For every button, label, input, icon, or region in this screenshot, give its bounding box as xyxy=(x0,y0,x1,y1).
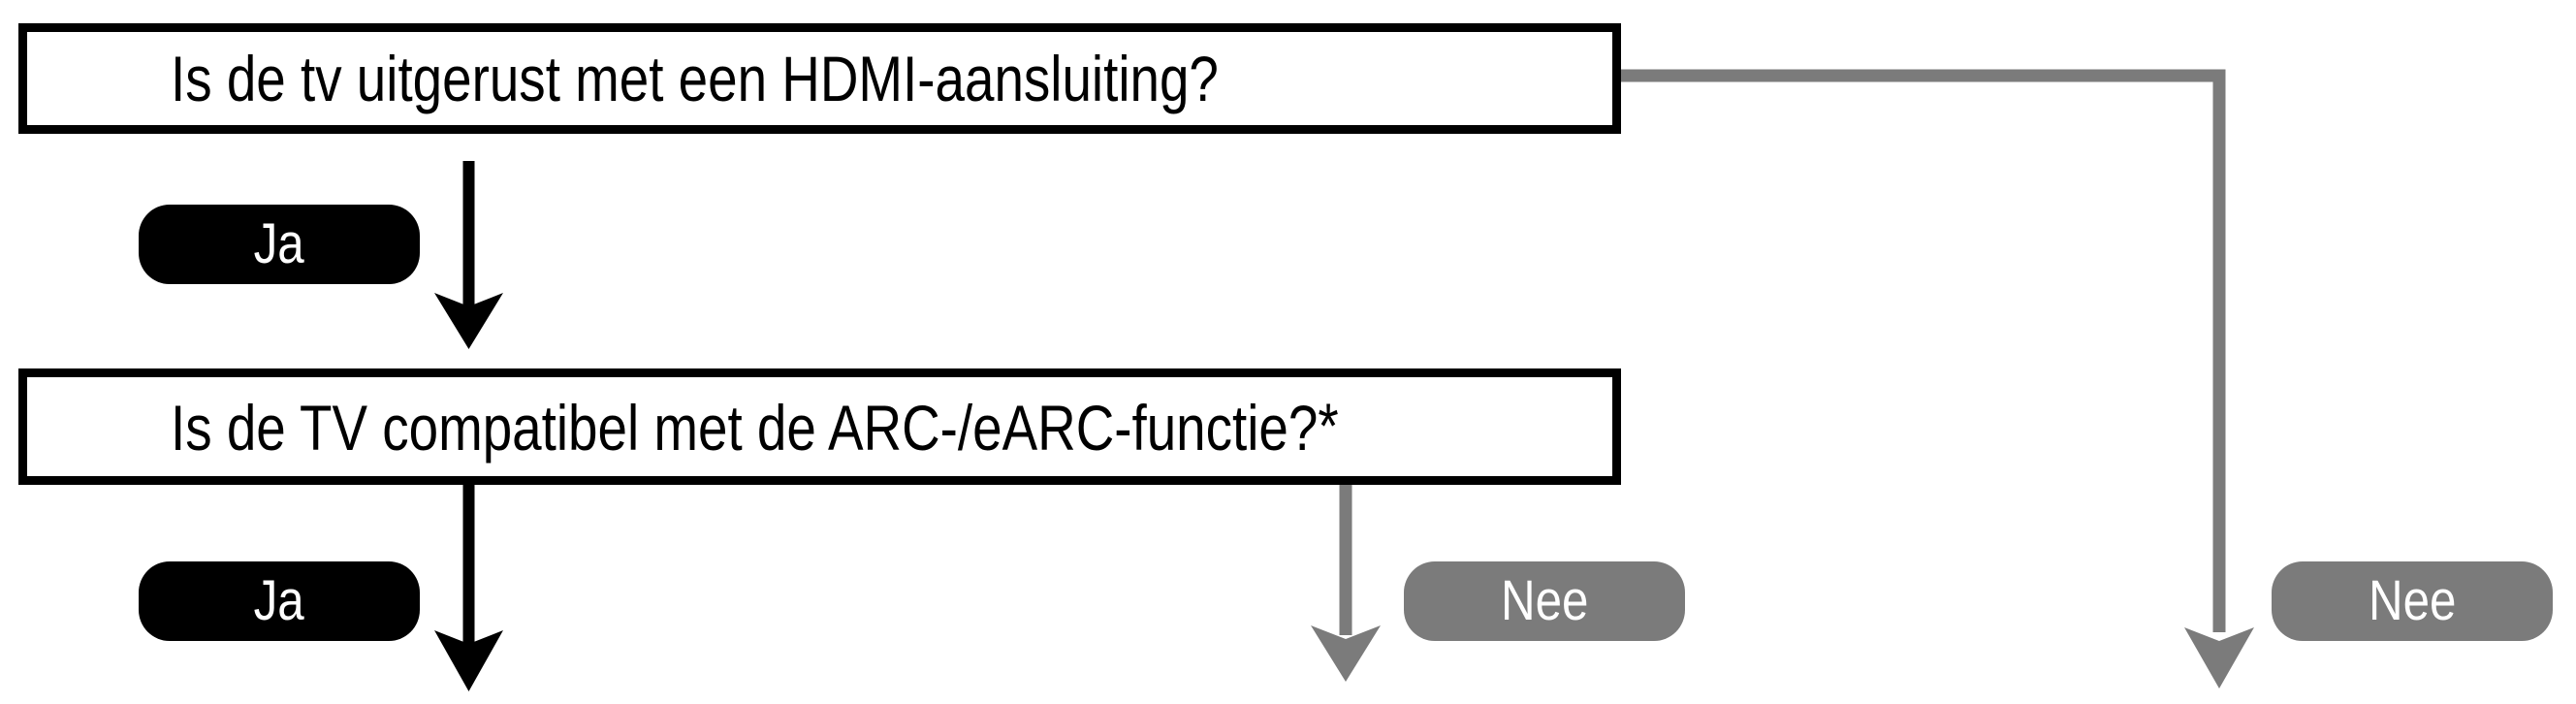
no-arrow-2-head xyxy=(1311,625,1381,682)
no-badge-arc-label: Nee xyxy=(1500,569,1589,632)
question-text-hdmi: Is de tv uitgerust met een HDMI-aansluit… xyxy=(171,43,1219,114)
question-box-hdmi: Is de tv uitgerust met een HDMI-aansluit… xyxy=(18,23,1621,134)
question-text-arc: Is de TV compatibel met de ARC-/eARC-fun… xyxy=(171,394,1339,460)
yes-badge-1-label: Ja xyxy=(253,212,305,275)
yes-arrow-1-head xyxy=(434,293,503,349)
yes-badge-2: Ja xyxy=(139,561,420,641)
yes-arrow-2-head xyxy=(434,630,503,691)
footnote-asterisk: * xyxy=(1318,390,1339,463)
yes-badge-1: Ja xyxy=(139,205,420,284)
no-arrow-1-head xyxy=(2184,627,2254,688)
yes-badge-2-label: Ja xyxy=(253,569,305,632)
no-connector-1-elbow xyxy=(1619,69,2226,632)
question-text-arc-main: Is de TV compatibel met de ARC-/eARC-fun… xyxy=(171,391,1319,464)
question-box-arc: Is de TV compatibel met de ARC-/eARC-fun… xyxy=(18,368,1621,485)
no-badge-hdmi: Nee xyxy=(2272,561,2553,641)
no-badge-arc: Nee xyxy=(1404,561,1685,641)
no-badge-hdmi-label: Nee xyxy=(2368,569,2457,632)
